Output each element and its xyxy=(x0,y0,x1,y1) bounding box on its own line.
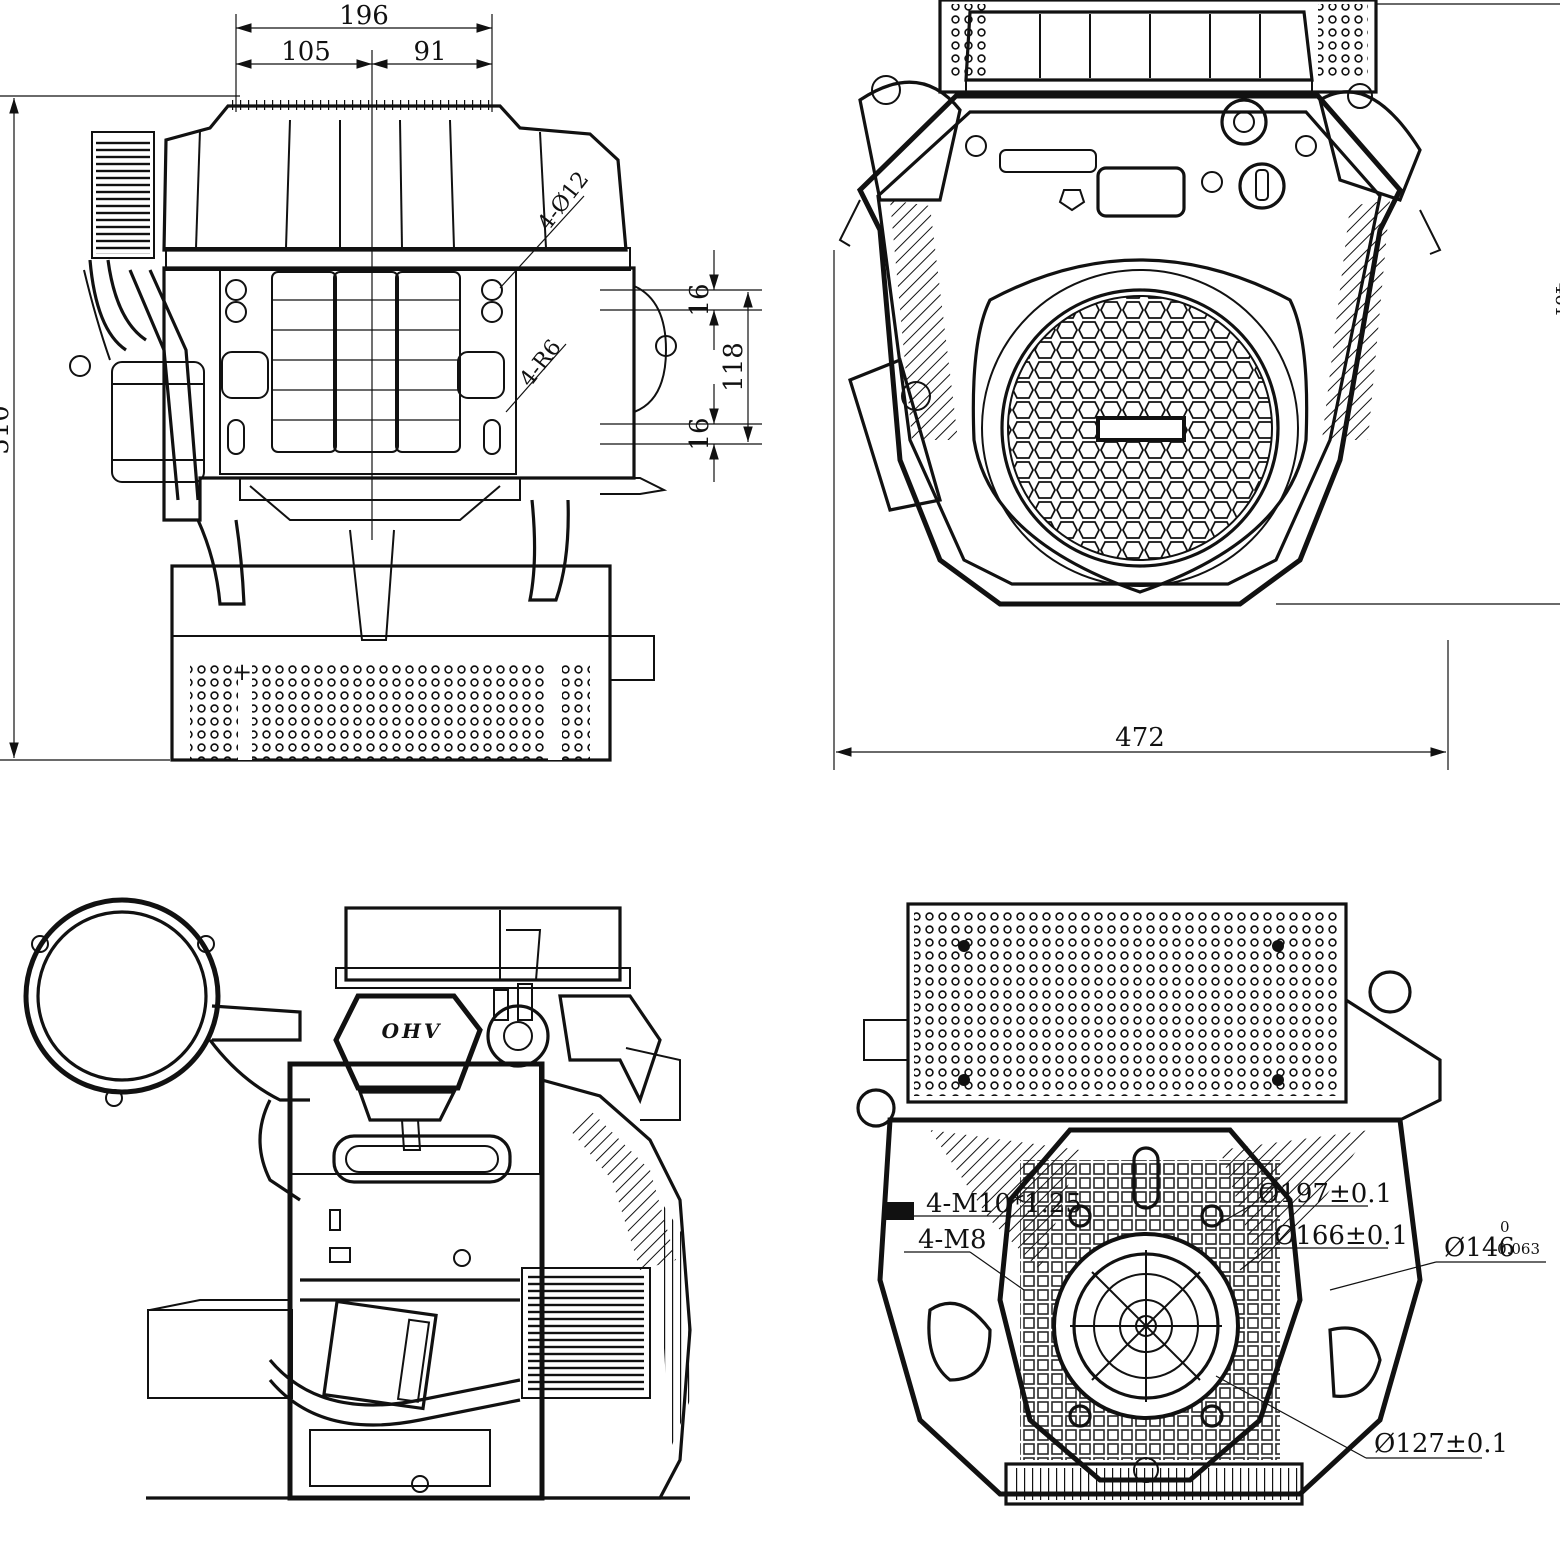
svg-text:+: + xyxy=(232,658,252,686)
ohv-logo: OHV xyxy=(382,1019,443,1043)
front-air-cleaner xyxy=(938,0,1378,97)
radius-label: 4-R6 xyxy=(515,335,567,391)
spigot-main-label: Ø146 xyxy=(1444,1233,1515,1263)
dim-front-width: 472 xyxy=(833,250,1449,770)
dim-16-top-label: 16 xyxy=(685,283,715,316)
rear-view: 4-M10*1.25 4-M8 Ø197±0.1 Ø166±0.1 Ø146 0… xyxy=(856,902,1546,1506)
side-view: 196 105 91 510 16 118 xyxy=(0,1,762,762)
dim-461-label: 461 xyxy=(1551,283,1560,317)
front-shroud xyxy=(838,75,1442,607)
bolt-circle-label: Ø197±0.1 xyxy=(1258,1179,1392,1209)
profile-view: OHV xyxy=(23,897,692,1501)
dim-overall-width: 196 xyxy=(235,1,493,112)
dim-height: 510 xyxy=(0,95,240,761)
profile-air-filter xyxy=(23,897,310,1107)
dim-16-bottom-label: 16 xyxy=(685,417,715,450)
dim-196-label: 196 xyxy=(339,1,389,31)
dim-front-height: 461 xyxy=(1276,3,1560,605)
dim-91-label: 91 xyxy=(413,37,446,67)
side-fin-blocks xyxy=(271,271,461,453)
side-engine-body: 4-Ø12 4-R6 xyxy=(69,100,677,762)
dim-split-width: 105 91 xyxy=(236,37,492,540)
dim-105-label: 105 xyxy=(281,37,331,67)
dim-hole-spacing: 16 118 16 xyxy=(600,250,762,482)
spigot-upper-label: 0 xyxy=(1500,1218,1510,1236)
dim-472-label: 472 xyxy=(1115,723,1165,753)
dim-118-label: 118 xyxy=(719,342,749,392)
thread-b-label: 4-M8 xyxy=(918,1225,987,1255)
side-mount-holes xyxy=(221,279,505,455)
pilot-circle-label: Ø166±0.1 xyxy=(1274,1221,1408,1251)
thread-a-label: 4-M10*1.25 xyxy=(926,1189,1082,1219)
shaft-circle-label: Ø127±0.1 xyxy=(1374,1429,1508,1459)
rear-dims: 4-M10*1.25 4-M8 Ø197±0.1 Ø166±0.1 Ø146 0… xyxy=(884,1179,1546,1459)
front-view: 472 461 xyxy=(833,0,1560,770)
profile-valve-cover: OHV xyxy=(333,993,483,1151)
spigot-lower-label: -0.063 xyxy=(1492,1240,1540,1258)
dim-510-label: 510 xyxy=(0,405,15,455)
